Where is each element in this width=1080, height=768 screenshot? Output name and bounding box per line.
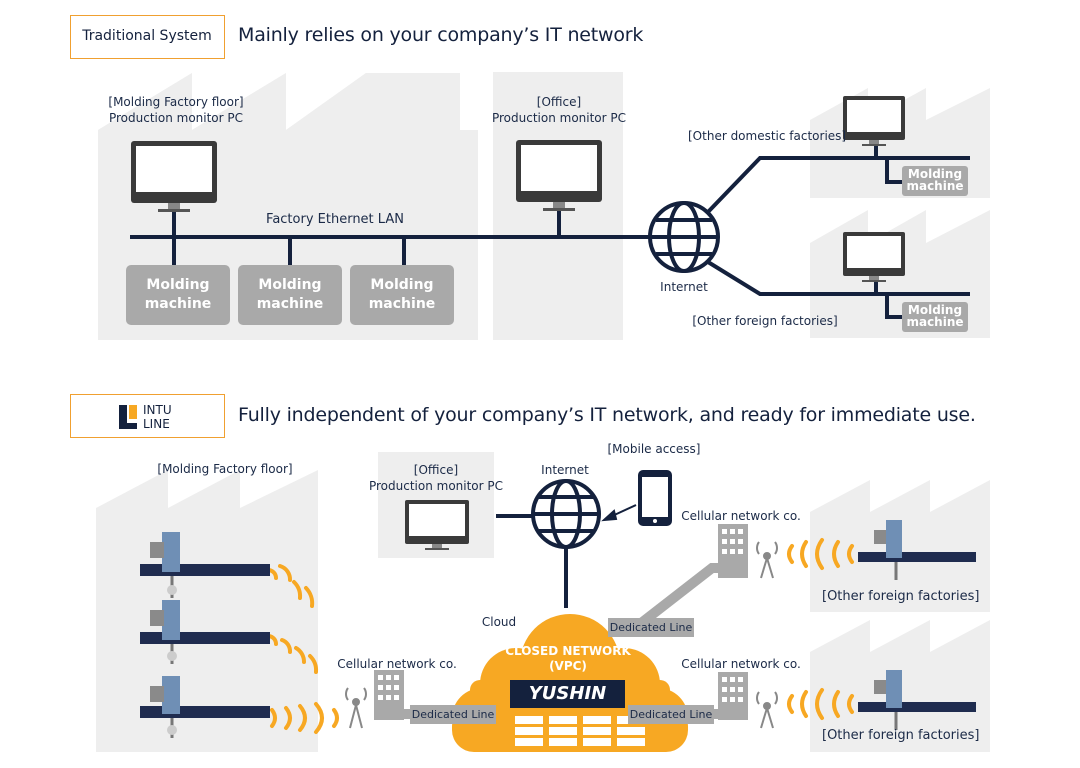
traditional-headline: Mainly relies on your company’s IT netwo… bbox=[238, 24, 644, 46]
traditional-system-tag: Traditional System bbox=[70, 15, 225, 59]
foreign-factories-label: [Other foreign factories] bbox=[692, 314, 838, 328]
closed-network-label: CLOSED NETWORK (VPC) bbox=[505, 644, 631, 673]
intuline-logo-mark bbox=[119, 405, 127, 429]
robot-left-2 bbox=[140, 600, 270, 664]
mobile-access-label: [Mobile access] bbox=[607, 442, 701, 456]
dedicated-line-right-bottom: Dedicated Line bbox=[628, 705, 714, 724]
intuline-internet-globe-icon bbox=[531, 479, 601, 549]
dedicated-line-left: Dedicated Line bbox=[410, 705, 496, 724]
intuline-office-label: [Office] Production monitor PC bbox=[368, 463, 504, 493]
internet-globe-icon bbox=[648, 201, 720, 273]
takeout-robot-icons bbox=[140, 520, 976, 738]
robot-right-top bbox=[858, 520, 976, 580]
robot-right-bottom bbox=[858, 670, 976, 730]
robot-left-3 bbox=[140, 676, 270, 738]
antenna-right-bottom-icon bbox=[756, 691, 778, 729]
antenna-right-top-icon bbox=[756, 541, 778, 579]
traditional-system-tag-text: Traditional System bbox=[82, 28, 212, 44]
wireless-waves-right-top bbox=[787, 538, 854, 570]
foreign-factories-top-label: [Other foreign factories] bbox=[822, 589, 980, 604]
cellular-left-label: Cellular network co. bbox=[337, 657, 457, 671]
yushin-logo-box bbox=[510, 680, 625, 708]
intuline-factory-floor-label: [Molding Factory floor] bbox=[157, 462, 293, 476]
internet-label: Internet bbox=[660, 280, 708, 294]
domestic-monitor-icon bbox=[843, 96, 905, 146]
dedicated-line-right-top: Dedicated Line bbox=[608, 618, 694, 637]
cloud-label: Cloud bbox=[481, 615, 517, 629]
wireless-waves-left bbox=[266, 564, 339, 734]
antenna-left-icon bbox=[345, 687, 367, 729]
intuline-factory-building bbox=[96, 470, 318, 752]
intuline-office-monitor-icon bbox=[405, 500, 469, 550]
cellular-right-top-label: Cellular network co. bbox=[681, 509, 801, 523]
wireless-waves-right-bottom bbox=[787, 688, 854, 720]
domestic-factories-label: [Other domestic factories] bbox=[688, 129, 847, 143]
factory-monitor-icon bbox=[131, 141, 217, 212]
foreign-factories-bottom-label: [Other foreign factories] bbox=[822, 728, 980, 743]
server-rack-icons bbox=[515, 716, 645, 746]
robot-left-1 bbox=[140, 532, 270, 598]
smartphone-icon bbox=[638, 470, 672, 526]
factory-floor-label: [Molding Factory floor] Production monit… bbox=[108, 95, 244, 125]
lan-label: Factory Ethernet LAN bbox=[266, 212, 404, 227]
foreign-monitor-icon bbox=[843, 232, 905, 282]
cellular-right-bottom-label: Cellular network co. bbox=[681, 657, 801, 671]
yushin-logo: YUSHIN bbox=[528, 683, 607, 704]
office-monitor-icon bbox=[516, 140, 602, 211]
mobile-arrow-icon bbox=[601, 504, 637, 522]
intuline-headline: Fully independent of your company’s IT n… bbox=[238, 404, 976, 426]
office-label: [Office] Production monitor PC bbox=[491, 95, 627, 125]
intuline-internet-label: Internet bbox=[541, 463, 589, 477]
